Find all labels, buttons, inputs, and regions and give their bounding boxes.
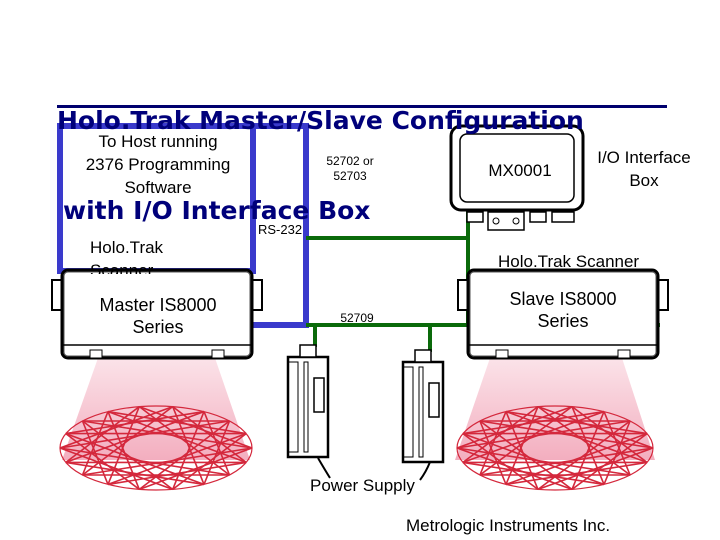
footer-company: Metrologic Instruments Inc. bbox=[406, 516, 611, 535]
cable-52709-label: 52709 bbox=[340, 311, 374, 325]
left-scan-pattern bbox=[59, 405, 253, 491]
title-divider bbox=[57, 105, 667, 108]
io-interface-box bbox=[449, 124, 585, 231]
holotrak-scanner-left-label: Holo.Trak Scanner bbox=[90, 238, 164, 274]
master-scanner-label: Master IS8000 Series bbox=[99, 295, 217, 337]
cable-52702-label: 52702 or 52703 bbox=[326, 154, 374, 183]
master-scanner bbox=[51, 268, 263, 360]
slave-scanner-label: Slave IS8000 Series bbox=[509, 289, 617, 331]
right-scan-beam bbox=[455, 358, 655, 460]
right-scan-pattern bbox=[456, 405, 654, 491]
mx0001-label: MX0001 bbox=[488, 161, 552, 180]
io-interface-box-label: I/O Interface Box bbox=[597, 148, 691, 190]
title-line-2: with I/O Interface Box bbox=[63, 196, 371, 225]
rs232-label: RS-232 bbox=[258, 222, 303, 237]
host-label: To Host running 2376 Programming Softwar… bbox=[78, 130, 238, 199]
power-supply-label: Power Supply bbox=[310, 476, 415, 495]
left-scan-beam bbox=[62, 358, 250, 460]
holotrak-scanner-right-label: Holo.Trak Scanner bbox=[498, 252, 640, 271]
slave-scanner bbox=[457, 268, 669, 360]
power-supply-left bbox=[286, 344, 330, 459]
rs232-cable bbox=[251, 123, 309, 328]
power-supply-right bbox=[401, 349, 445, 464]
power-cords bbox=[317, 457, 431, 481]
